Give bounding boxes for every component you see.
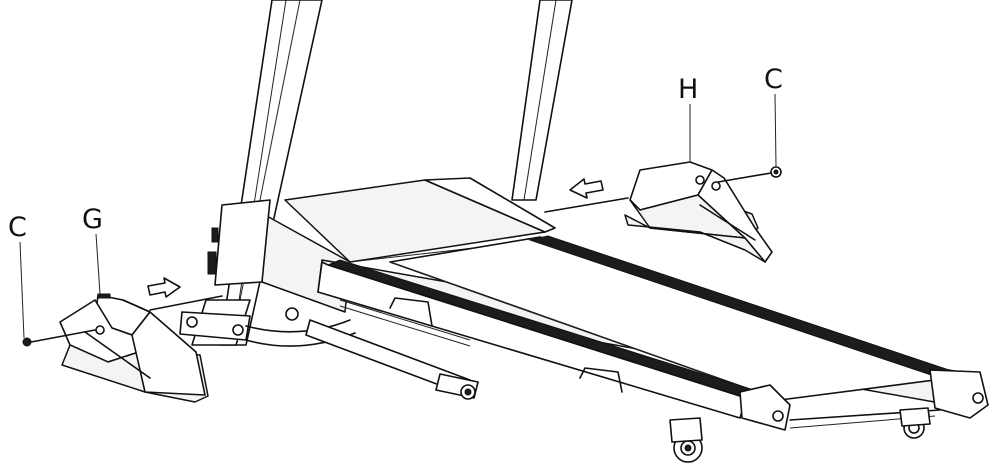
running-deck xyxy=(317,235,989,431)
label-right-c: C xyxy=(764,64,783,95)
right-upright xyxy=(511,0,573,201)
label-g: G xyxy=(82,204,103,235)
left-leader-line xyxy=(149,295,223,311)
label-h: H xyxy=(678,74,698,105)
right-screw-c xyxy=(717,166,782,183)
base-frame xyxy=(179,297,931,463)
leader-g xyxy=(95,233,101,295)
leader-right-c xyxy=(774,93,777,167)
right-leader-line xyxy=(544,197,629,213)
left-cover-g xyxy=(59,293,209,403)
arrow-right-icon xyxy=(147,277,181,298)
right-cover-h xyxy=(624,161,773,263)
leader-left-c xyxy=(19,241,25,339)
arrow-left-icon xyxy=(569,178,604,199)
left-screw-c xyxy=(22,329,96,347)
label-left-c: C xyxy=(8,212,27,243)
